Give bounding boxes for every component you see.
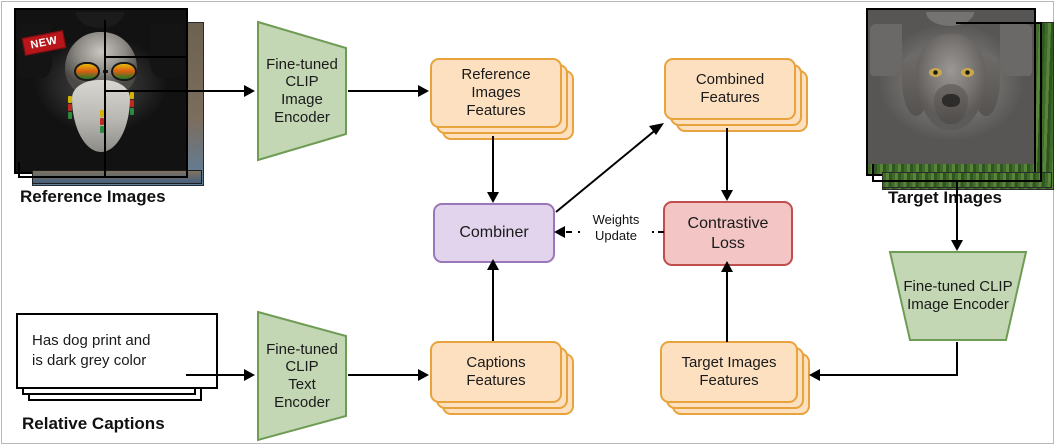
- edge-captions-features-to-combiner: [492, 270, 494, 341]
- arrowhead-text-encoder-to-captions-features: [418, 369, 429, 381]
- arrowhead-captions-features-to-combiner: [487, 259, 499, 270]
- weights-update-line-2: Update: [595, 228, 637, 244]
- arrowhead-encoder-to-reference-features: [418, 85, 429, 97]
- reference-images-label: Reference Images: [20, 187, 166, 206]
- feature-line-2: Features: [700, 89, 760, 106]
- feature-line-1: Target Images: [681, 354, 777, 371]
- arrowhead-target-features-to-loss: [721, 261, 733, 272]
- encoder-line-4: Encoder: [274, 108, 330, 126]
- combiner-label: Combiner: [459, 224, 529, 242]
- edge-reference-stack-base-right: [186, 56, 188, 176]
- trapezoid-shape: [888, 251, 1028, 341]
- trapezoid-shape: [257, 310, 347, 442]
- feature-line-2: Images: [471, 84, 521, 101]
- fine-tuned-clip-text-encoder: Fine-tuned CLIP Text Encoder: [256, 310, 348, 442]
- fine-tuned-clip-image-encoder-left: Fine-tuned CLIP Image Encoder: [256, 20, 348, 162]
- trapezoid-shape: [257, 20, 347, 162]
- feature-line-1: Captions: [466, 354, 526, 371]
- combiner-module: Combiner: [433, 203, 555, 263]
- feature-line-1: Reference: [461, 66, 531, 83]
- edge-reference-stack-base-left: [18, 162, 20, 178]
- arrowhead-combined-features-to-loss: [721, 190, 733, 201]
- loss-line-2: Loss: [711, 234, 745, 252]
- caption-text-line-1: Has dog print and: [32, 331, 151, 349]
- edge-right-encoder-drop: [956, 342, 958, 374]
- edge-reference-stack-base: [18, 176, 188, 178]
- target-images-label: Target Images: [888, 188, 1003, 207]
- feature-line-2: Features: [699, 372, 759, 389]
- edge-right-encoder-to-target-features: [820, 374, 958, 376]
- encoder-line-2: CLIP: [285, 358, 319, 376]
- edge-weights-update-right: [648, 231, 664, 233]
- target-image-stack: [866, 8, 1056, 190]
- target-images-features-box: Target Images Features: [660, 341, 810, 415]
- encoder-line-3: Text: [288, 376, 316, 393]
- encoder-line-2: Image Encoder: [907, 296, 1009, 313]
- encoder-line-1: Fine-tuned: [266, 55, 338, 73]
- caption-card-front: Has dog print and is dark grey color: [16, 313, 218, 389]
- caption-text-line-2: is dark grey color: [32, 352, 147, 369]
- reference-images-features-box: Reference Images Features: [430, 58, 574, 140]
- combined-features-box: Combined Features: [664, 58, 808, 132]
- encoder-line-4: Encoder: [274, 393, 330, 411]
- reference-image-stack: NEW: [14, 8, 204, 186]
- edge-reference-features-to-combiner: [492, 136, 494, 192]
- reference-tshirt-graphic: NEW: [16, 10, 186, 172]
- edge-target-stack-drop: [956, 180, 958, 240]
- edge-target-stack-base-right: [1040, 22, 1042, 180]
- arrowhead-reference-features-to-combiner: [487, 192, 499, 203]
- edge-reference-stack-drop: [104, 90, 106, 176]
- edge-reference-to-image-encoder: [104, 90, 244, 92]
- arrowhead-reference-to-encoder: [244, 85, 255, 97]
- edge-target-stack-top: [956, 22, 1042, 24]
- target-image-photo: [866, 8, 1036, 176]
- edge-target-stack-base: [872, 180, 1042, 182]
- edge-target-features-to-loss: [726, 272, 728, 342]
- edge-captions-to-text-encoder: [186, 374, 244, 376]
- loss-line-1: Contrastive: [687, 215, 769, 233]
- edge-reference-stack-top: [104, 56, 188, 58]
- encoder-line-1: Fine-tuned: [266, 340, 338, 358]
- encoder-line-1: Fine-tuned CLIP: [903, 278, 1013, 296]
- weights-update-label: Weights Update: [580, 212, 652, 245]
- edge-combined-features-to-loss: [726, 128, 728, 190]
- arrowhead-weights-update-to-combiner: [554, 226, 565, 238]
- feature-line-3: Features: [466, 102, 526, 119]
- edge-target-stack-base-left: [872, 164, 874, 182]
- arrowhead-target-to-right-encoder: [951, 240, 963, 251]
- edge-text-encoder-to-captions-features: [348, 374, 418, 376]
- target-tshirt-graphic: [868, 10, 1034, 174]
- arrowhead-captions-to-text-encoder: [244, 369, 255, 381]
- contrastive-loss-module: Contrastive Loss: [663, 201, 793, 266]
- relative-captions-stack: Has dog print and is dark grey color: [16, 313, 218, 409]
- relative-captions-label: Relative Captions: [22, 414, 165, 433]
- arrowhead-right-encoder-to-target-features: [809, 369, 820, 381]
- edge-image-encoder-to-reference-features: [348, 90, 418, 92]
- edge-weights-update-left: [566, 231, 584, 233]
- weights-update-line-1: Weights: [592, 212, 640, 227]
- fine-tuned-clip-image-encoder-right: Fine-tuned CLIP Image Encoder: [888, 250, 1028, 342]
- feature-line-1: Combined: [695, 71, 765, 88]
- feature-line-2: Features: [466, 372, 526, 389]
- encoder-line-2: CLIP: [285, 73, 319, 91]
- encoder-line-3: Image: [281, 91, 323, 108]
- captions-features-box: Captions Features: [430, 341, 574, 415]
